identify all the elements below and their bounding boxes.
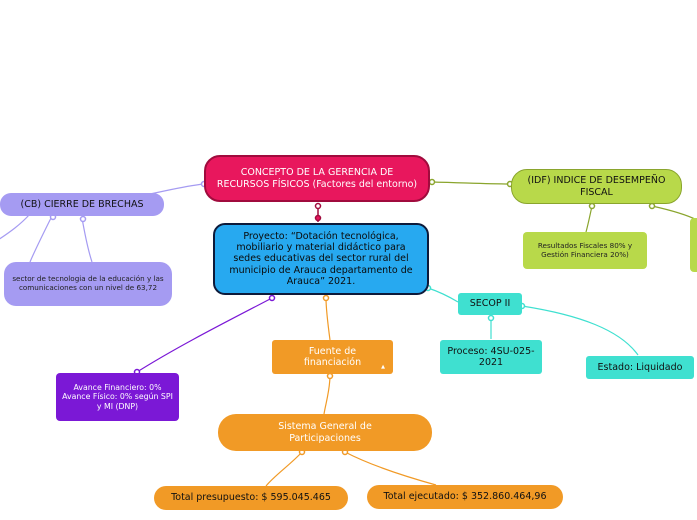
total-ejecutado-text: Total ejecutado: $ 352.860.464,96 xyxy=(383,491,547,503)
avance-text: Avance Financiero: 0% Avance Físico: 0% … xyxy=(62,382,173,411)
note-marker-icon: ▲ xyxy=(381,364,385,370)
project-node[interactable]: Proyecto: “Dotación tecnológica, mobilia… xyxy=(213,223,429,295)
total-ejecutado-node[interactable]: Total ejecutado: $ 352.860.464,96 xyxy=(367,485,563,509)
idf-note-node[interactable]: Resultados Fiscales 80% y Gestión Financ… xyxy=(523,232,647,269)
cierre-brechas-title: (CB) CIERRE DE BRECHAS xyxy=(20,198,144,210)
cierre-brechas-note-node[interactable]: sector de tecnologia de la educación y l… xyxy=(4,262,172,306)
secop-estado-text: Estado: Liquidado xyxy=(597,361,683,373)
idf-offscreen-node[interactable] xyxy=(690,218,697,272)
secop-estado-node[interactable]: Estado: Liquidado xyxy=(586,356,694,379)
central-topic-text: CONCEPTO DE LA GERENCIA DE RECURSOS FÍSI… xyxy=(216,167,418,190)
secop-proceso-node[interactable]: Proceso: 4SU-025-2021 xyxy=(440,340,542,374)
idf-title: (IDF) INDICE DE DESEMPEÑO FISCAL xyxy=(527,175,666,198)
idf-note: Resultados Fiscales 80% y Gestión Financ… xyxy=(537,240,633,259)
cierre-brechas-note: sector de tecnologia de la educación y l… xyxy=(12,274,164,292)
project-text: Proyecto: “Dotación tecnológica, mobilia… xyxy=(229,230,413,288)
sgp-text: Sistema General de Participaciones xyxy=(278,421,372,444)
total-presupuesto-node[interactable]: Total presupuesto: $ 595.045.465 xyxy=(154,486,348,510)
cierre-brechas-node[interactable]: (CB) CIERRE DE BRECHAS xyxy=(0,193,164,216)
sgp-node[interactable]: Sistema General de Participaciones xyxy=(218,414,432,451)
central-topic-node[interactable]: CONCEPTO DE LA GERENCIA DE RECURSOS FÍSI… xyxy=(204,155,430,202)
fuente-financiacion-node[interactable]: Fuente de financiación ▲ xyxy=(272,340,393,374)
idf-node[interactable]: (IDF) INDICE DE DESEMPEÑO FISCAL xyxy=(511,169,682,204)
avance-node[interactable]: Avance Financiero: 0% Avance Físico: 0% … xyxy=(56,373,179,421)
secop-title: SECOP II xyxy=(469,298,511,310)
total-presupuesto-text: Total presupuesto: $ 595.045.465 xyxy=(171,492,331,504)
secop-node[interactable]: SECOP II xyxy=(458,293,522,315)
fuente-financiacion-text: Fuente de financiación xyxy=(303,345,362,368)
secop-proceso-text: Proceso: 4SU-025-2021 xyxy=(447,345,535,368)
